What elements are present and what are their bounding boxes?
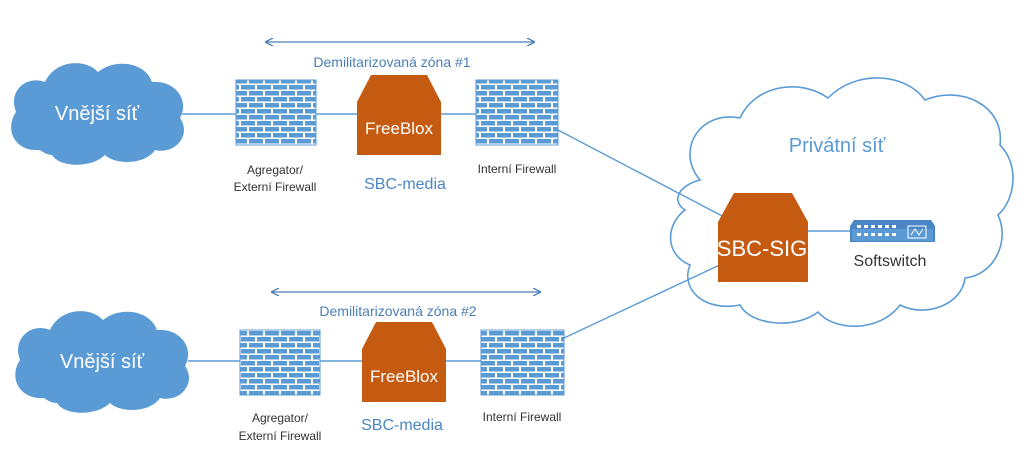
- freeblox-1: FreeBlox: [357, 75, 441, 155]
- aggregator-label-line1: Agregator/: [252, 411, 309, 425]
- link-internal2-sbcsig: [563, 261, 727, 339]
- internal-firewall-1: Interní Firewall: [475, 79, 559, 176]
- zone-2: Demilitarizovaná zóna #2 Vnější síť Agre…: [15, 292, 565, 443]
- sbc-sig-label: SBC-SIG: [717, 236, 807, 261]
- aggregator-firewall-1: Agregator/ Externí Firewall: [234, 79, 317, 194]
- internal-firewall-label: Interní Firewall: [478, 162, 557, 176]
- internal-firewall-2: Interní Firewall: [480, 329, 565, 424]
- private-network-cloud: Privátní síť: [669, 77, 1014, 328]
- sbc-media-label: SBC-media: [361, 417, 443, 434]
- sbc-media-label: SBC-media: [364, 176, 446, 193]
- network-switch-icon: [850, 220, 935, 242]
- external-network-cloud-1: Vnější síť: [11, 63, 184, 165]
- freeblox-label: FreeBlox: [365, 119, 434, 138]
- internal-firewall-label: Interní Firewall: [483, 410, 562, 424]
- brick-wall-icon: [239, 329, 321, 396]
- aggregator-label-line2: Externí Firewall: [239, 429, 322, 443]
- sbc-sig-node: SBC-SIG: [717, 193, 808, 282]
- external-network-label: Vnější síť: [60, 351, 145, 373]
- private-network-label: Privátní síť: [789, 135, 886, 157]
- softswitch-node: Softswitch: [850, 220, 935, 270]
- cloud-icon: [11, 63, 184, 165]
- brick-wall-icon: [475, 79, 559, 146]
- brick-wall-icon: [235, 79, 317, 146]
- orange-appliance-icon: [718, 193, 808, 282]
- link-internal1-sbcsig: [557, 129, 727, 219]
- freeblox-2: FreeBlox: [362, 322, 446, 402]
- brick-wall-icon: [480, 329, 565, 396]
- freeblox-label: FreeBlox: [370, 367, 439, 386]
- aggregator-firewall-2: Agregator/ Externí Firewall: [239, 329, 322, 443]
- aggregator-label-line1: Agregator/: [247, 163, 304, 177]
- cloud-icon: [15, 311, 189, 413]
- external-network-label: Vnější síť: [55, 103, 140, 125]
- zone-1-label: Demilitarizovaná zóna #1: [313, 54, 470, 70]
- orange-appliance-icon: [362, 322, 446, 402]
- zone-2-label: Demilitarizovaná zóna #2: [319, 303, 476, 319]
- external-network-cloud-2: Vnější síť: [15, 311, 189, 413]
- softswitch-label: Softswitch: [854, 253, 927, 270]
- aggregator-label-line2: Externí Firewall: [234, 180, 317, 194]
- orange-appliance-icon: [357, 75, 441, 155]
- zone-1: Demilitarizovaná zóna #1 Vnější síť Agre…: [11, 42, 559, 194]
- private-cloud-icon: [669, 77, 1014, 328]
- connection-lines: [182, 113, 727, 362]
